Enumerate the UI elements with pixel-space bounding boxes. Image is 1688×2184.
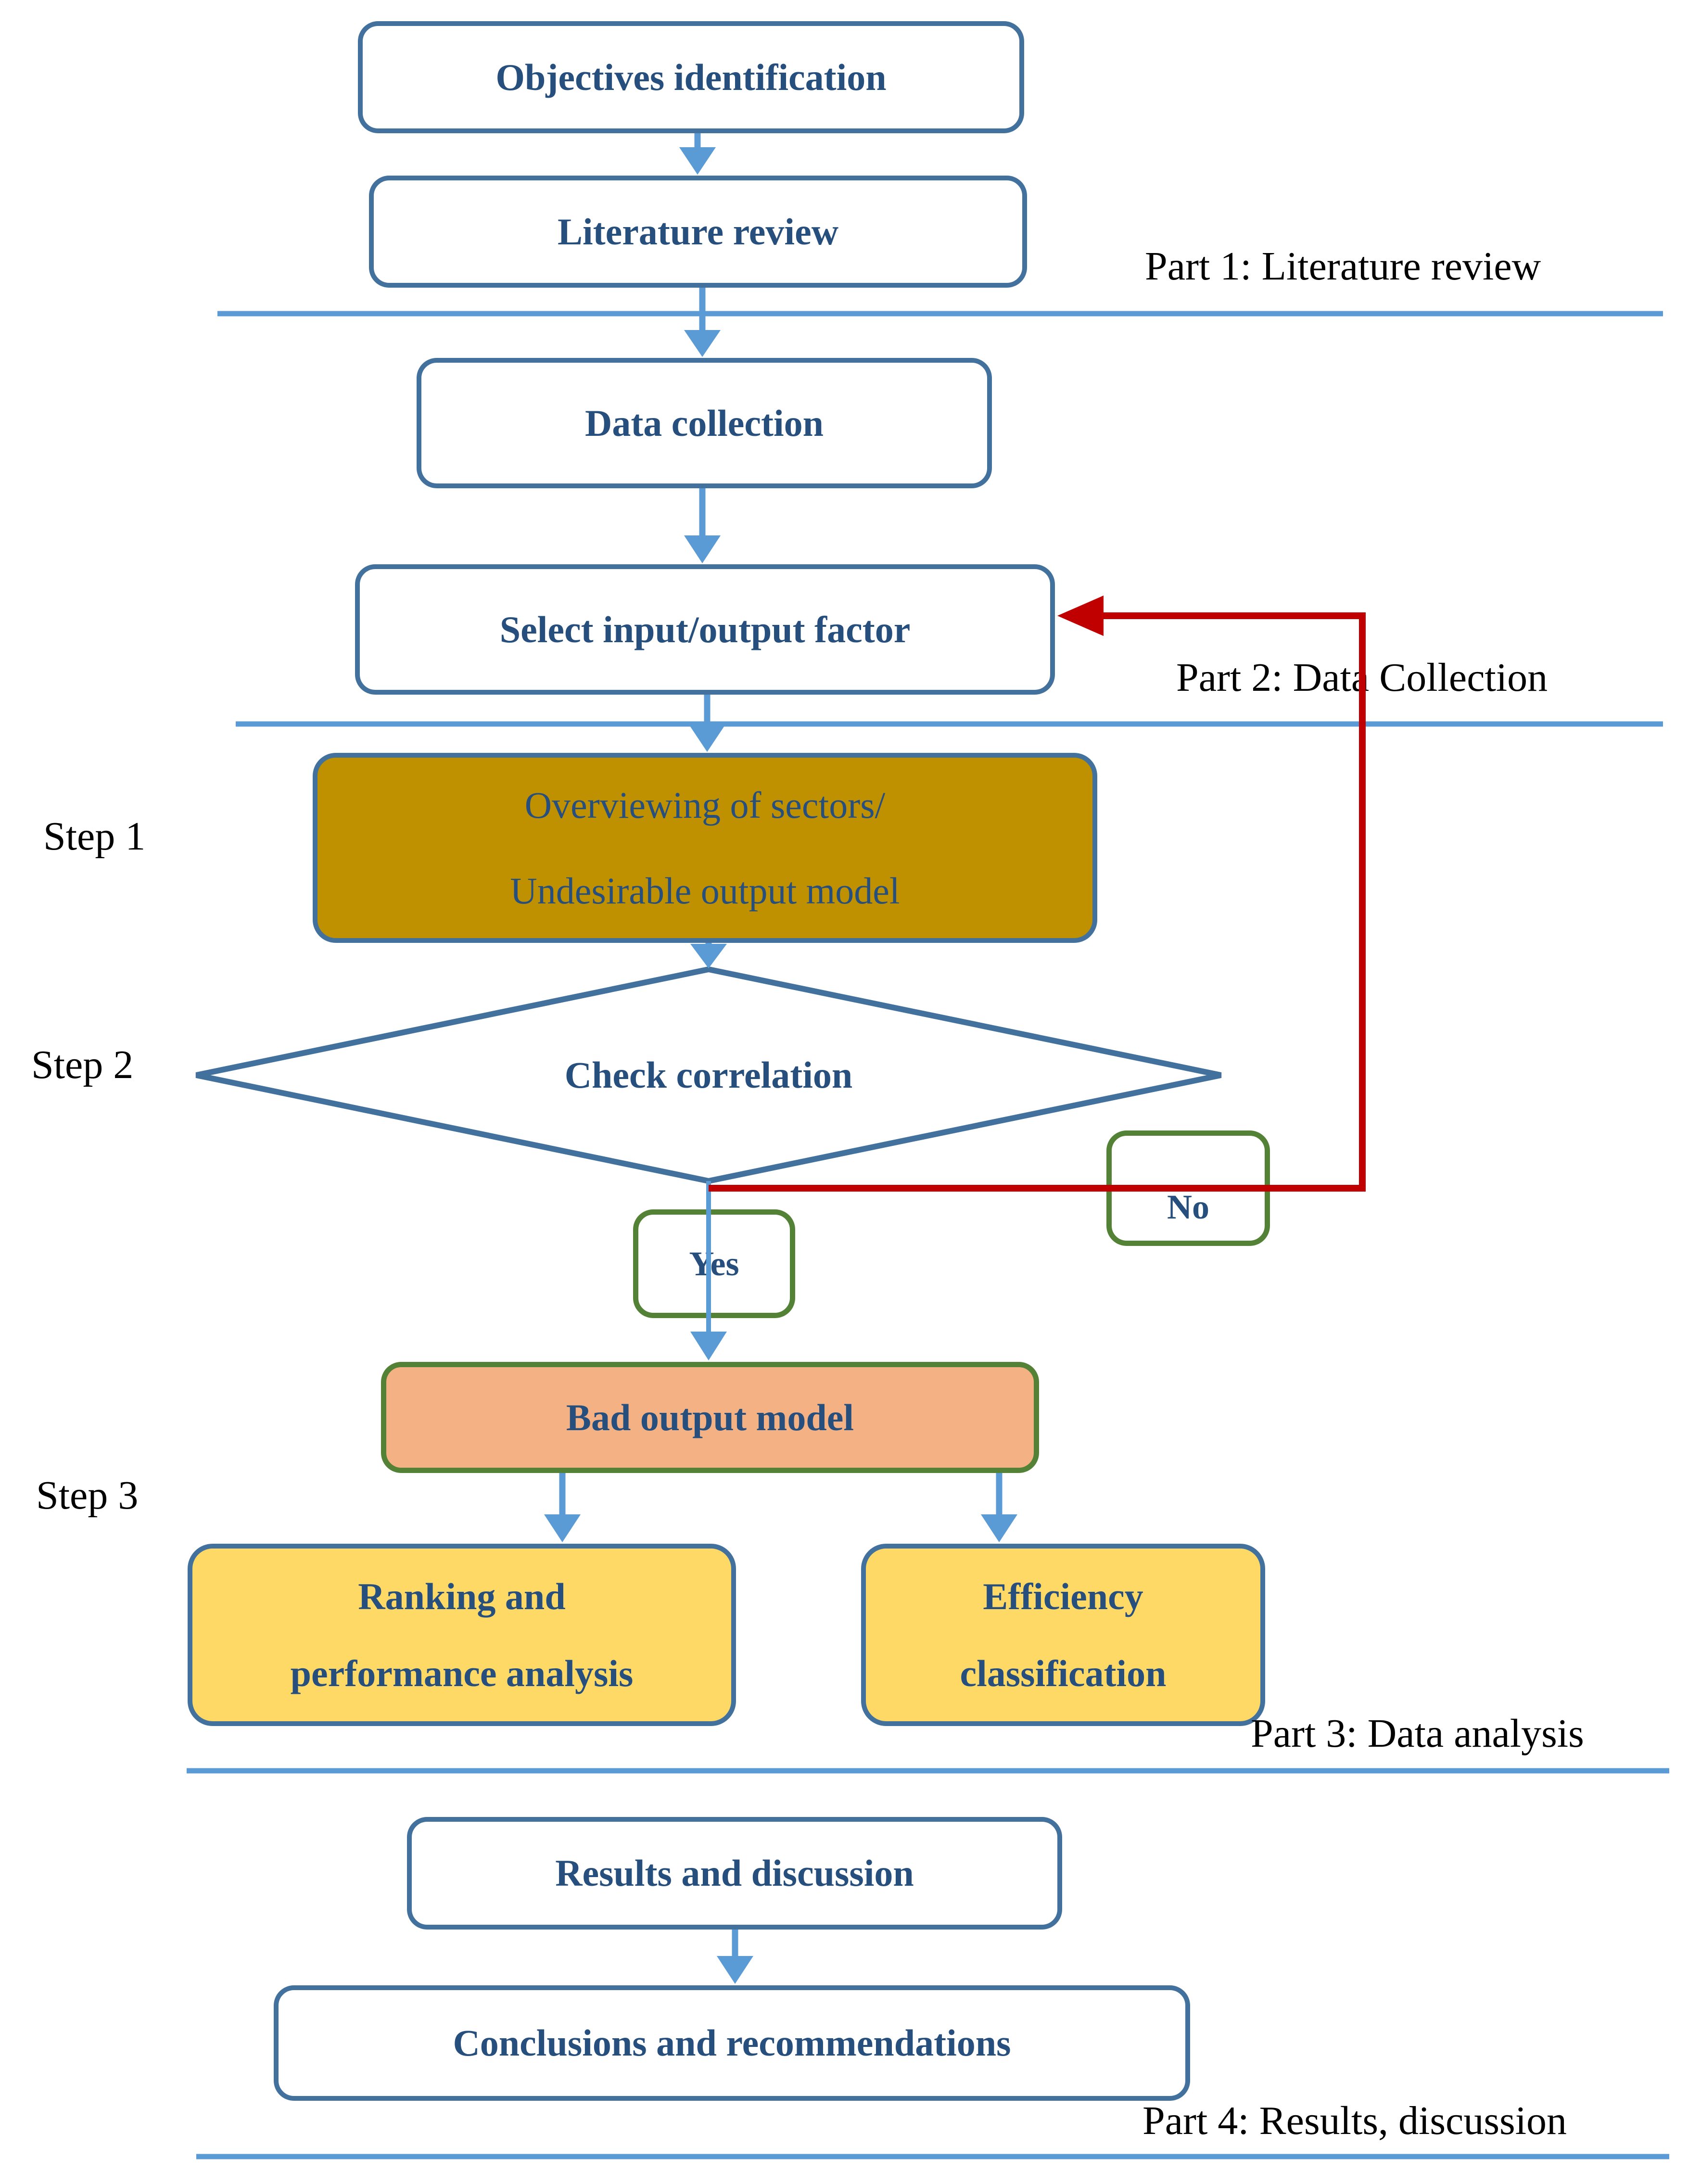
no-label: No xyxy=(1167,1188,1209,1227)
flow-arrow-badoutput-efficiency xyxy=(981,1473,1017,1542)
node-label-line1: Overviewing of sectors/ xyxy=(524,784,886,826)
yes-label: Yes xyxy=(689,1244,739,1283)
flow-arrow-diamond-badoutput xyxy=(690,1181,727,1360)
flow-arrow-selectfactor-overview xyxy=(689,695,725,752)
flow-arrow-results-conclusions xyxy=(717,1930,753,1984)
node-label-line2: Undesirable output model xyxy=(510,869,900,912)
step3-label: Step 3 xyxy=(36,1473,139,1518)
node-yes-branch: Yes xyxy=(633,1209,795,1318)
node-overviewing-sectors: Overviewing of sectors/ Undesirable outp… xyxy=(313,753,1097,943)
step2-label: Step 2 xyxy=(31,1042,134,1087)
node-results-discussion: Results and discussion xyxy=(407,1817,1062,1930)
node-label: Objectives identification xyxy=(495,56,887,98)
decision-check-correlation-label: Check correlation xyxy=(564,1054,853,1096)
node-efficiency-classification: Efficiency classification xyxy=(861,1544,1265,1726)
node-label: Bad output model xyxy=(566,1396,854,1438)
decision-diamond xyxy=(195,966,1222,1184)
flow-arrow-badoutput-ranking xyxy=(544,1473,581,1542)
flow-arrow-objectives-literature xyxy=(679,133,716,175)
flow-arrow-overview-diamond xyxy=(690,943,727,968)
node-label: Literature review xyxy=(557,210,839,253)
node-label-line1: Ranking and xyxy=(358,1575,566,1617)
node-no-branch: No xyxy=(1106,1130,1270,1246)
node-select-input-output-factor: Select input/output factor xyxy=(355,564,1055,695)
feedback-no-path xyxy=(709,596,1366,1192)
node-bad-output-model: Bad output model xyxy=(381,1362,1039,1473)
node-ranking-performance: Ranking and performance analysis xyxy=(188,1544,736,1726)
node-label: Data collection xyxy=(584,402,824,444)
node-literature-review: Literature review xyxy=(369,176,1027,288)
step1-label: Step 1 xyxy=(43,814,146,859)
flow-arrow-datacollection-selectfactor xyxy=(684,488,721,563)
node-label-line2: performance analysis xyxy=(290,1652,634,1694)
part1-label: Part 1: Literature review xyxy=(1145,244,1541,289)
part3-label: Part 3: Data analysis xyxy=(1251,1711,1584,1756)
node-label: Conclusions and recommendations xyxy=(453,2022,1011,2064)
node-label-line2: classification xyxy=(960,1652,1167,1694)
node-label: Results and discussion xyxy=(555,1852,914,1894)
part4-label: Part 4: Results, discussion xyxy=(1142,2098,1567,2143)
node-conclusions-recommendations: Conclusions and recommendations xyxy=(274,1985,1190,2101)
node-data-collection: Data collection xyxy=(417,358,992,488)
part2-label: Part 2: Data Collection xyxy=(1176,655,1548,700)
flow-arrow-literature-datacollection xyxy=(684,288,721,357)
node-label: Select input/output factor xyxy=(499,608,911,650)
node-label-line1: Efficiency xyxy=(983,1575,1143,1617)
node-objectives-identification: Objectives identification xyxy=(358,21,1024,133)
